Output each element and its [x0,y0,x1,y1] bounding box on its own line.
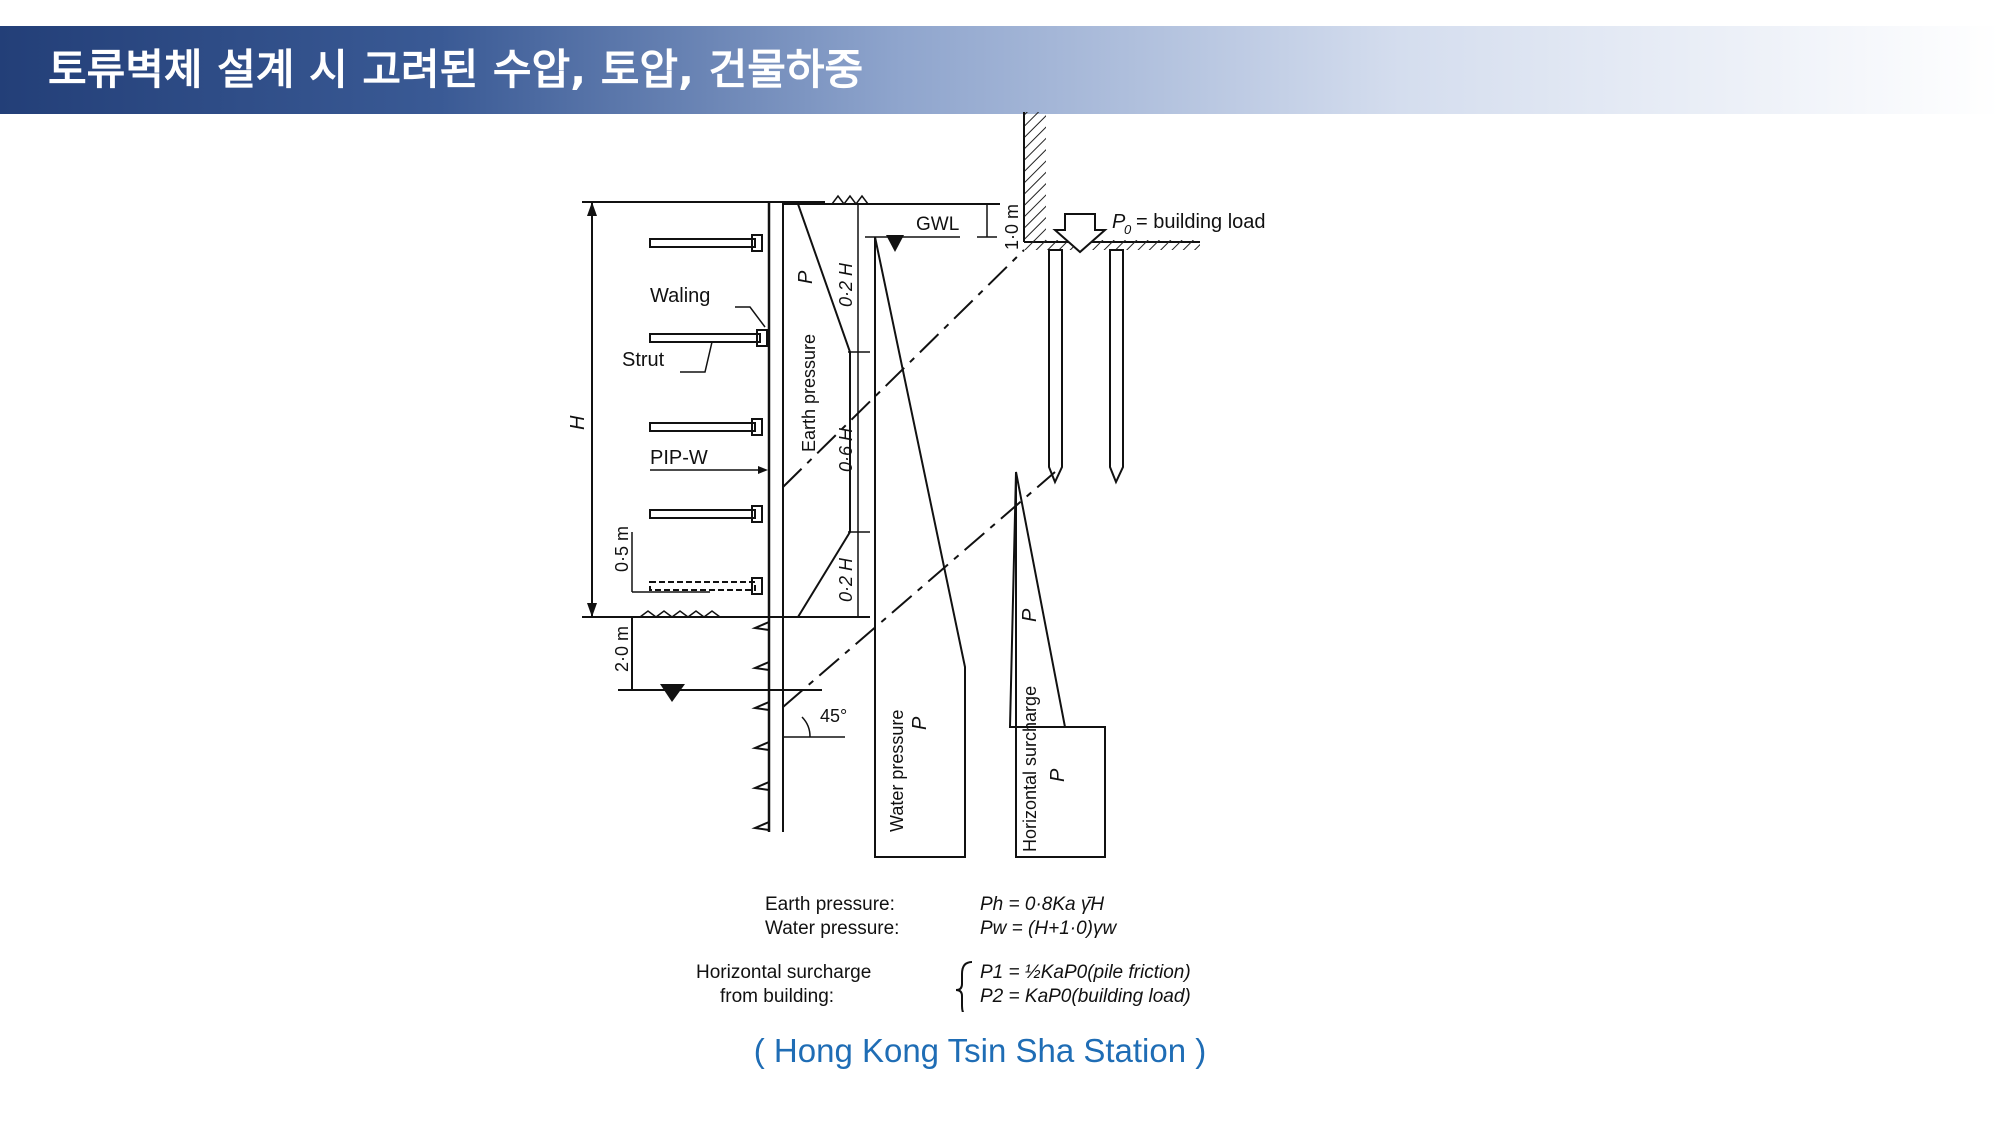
caption: ( Hong Kong Tsin Sha Station ) [753,1032,1207,1069]
brace-icon [955,961,973,1019]
embedment-marks-icon [751,621,770,831]
h-label: H [567,415,589,430]
water-level-triangle-icon [660,684,685,702]
water-level-triangle-icon [886,235,904,252]
failure-plane-lower [782,471,1056,708]
dim-05m-label: 0·5 m [612,526,632,572]
strut-leader [680,341,713,373]
strut-level-1 [649,234,763,252]
strut-level-5 [649,577,763,595]
strut-label: Strut [622,349,665,371]
ph-label: P [795,270,817,284]
ground-hatch-icon [831,194,869,206]
dim-02h-top-label: 0·2 H [836,262,856,307]
failure-plane-upper [782,249,1025,488]
title-bar: 토류벽체 설계 시 고려된 수압, 토압, 건물하중 [0,26,2000,114]
earth-pressure-label: Earth pressure [799,334,819,452]
formula-surcharge-label-1: Horizontal surcharge [696,962,871,983]
strut-level-3 [649,418,763,436]
dim-02h-bot-label: 0·2 H [836,557,856,602]
formula-p2-eq: P2 = KaP0(building load) [980,986,1191,1007]
horizontal-surcharge-label: Horizontal surcharge [1020,686,1040,852]
load-arrow-icon [1052,213,1108,254]
building-load-label: = building load [1136,211,1266,233]
arrow-icon [587,603,597,617]
waling-label: Waling [650,285,710,307]
pile-2 [1109,249,1124,485]
angle-45-label: 45° [820,706,847,726]
p2-label: P [1047,768,1069,782]
strut-level-2 [649,329,768,347]
p0-subscript: 0 [1124,222,1132,237]
formula-water-eq: Pw = (H+1·0)γw [980,918,1117,939]
strut-level-4 [649,505,763,523]
formula-water-label: Water pressure: [765,918,899,939]
formula-p1-eq: P1 = ½KaP0(pile friction) [980,962,1191,983]
p1-label: P [1019,608,1041,622]
page-title: 토류벽체 설계 시 고려된 수압, 토압, 건물하중 [48,45,864,94]
retaining-wall-diagram: H 2·0 m 0·5 m Waling Strut PIP-W [540,112,1540,1019]
water-pressure-label: Water pressure [887,710,907,832]
waling-leader [735,306,766,328]
building-base-hatch [1024,240,1200,250]
diagram-svg: H 2·0 m 0·5 m Waling Strut PIP-W [567,112,1266,1019]
gwl-label: GWL [916,214,959,235]
arrow-icon [587,202,597,216]
building-column-hatch [1024,112,1046,242]
formula-earth-label: Earth pressure: [765,894,895,915]
dim-06h-label: 0·6 H [836,427,856,472]
angle-arc [801,716,811,738]
ground-hatch-icon [639,610,721,618]
pw-label: P [909,716,931,730]
dim-2m-label: 2·0 m [612,626,632,672]
p0-label: P [1112,211,1126,233]
formula-surcharge-label-2: from building: [720,986,834,1007]
pile-1 [1048,249,1063,485]
pipw-label: PIP-W [650,447,708,469]
formula-earth-eq: Ph = 0·8Ka γ̄H [980,894,1104,915]
arrow-icon [758,466,768,474]
dim-1m-label: 1·0 m [1002,204,1022,250]
water-pressure-diagram [874,236,966,858]
